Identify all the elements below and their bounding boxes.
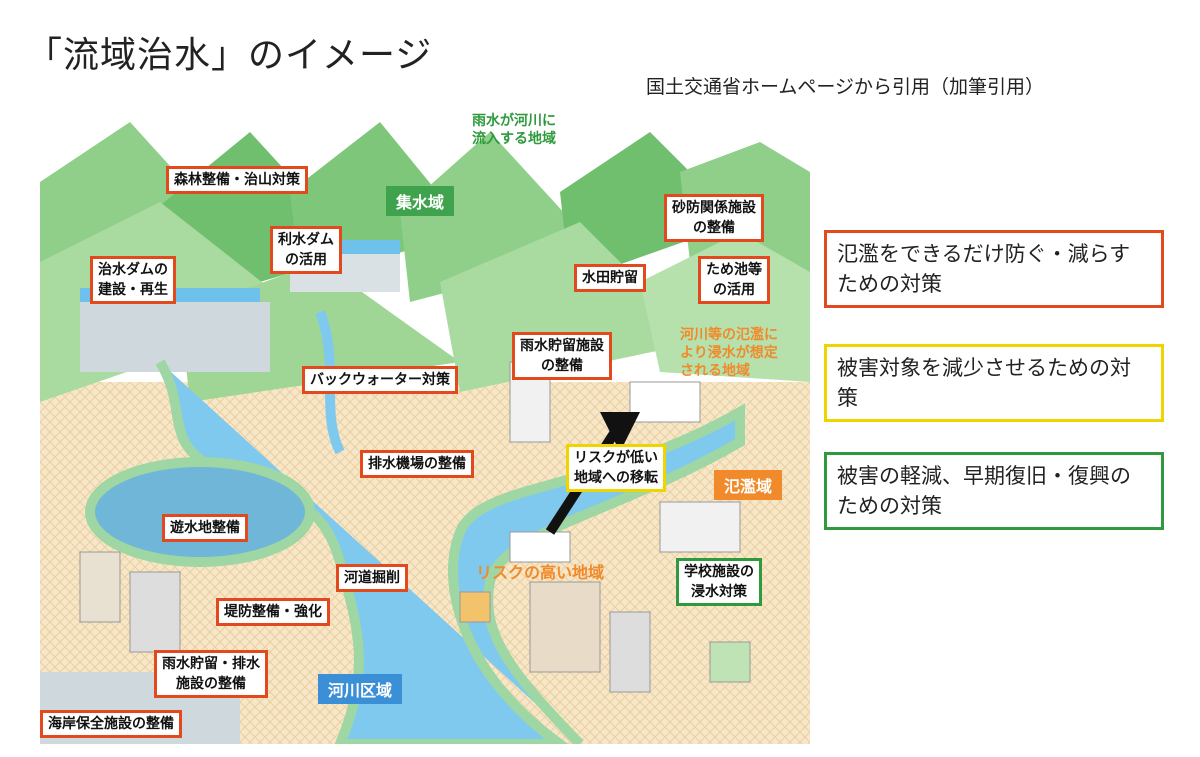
- tag-coast: 海岸保全施設の整備: [40, 710, 182, 738]
- tag-paddy: 水田貯留: [574, 264, 646, 292]
- legend-red: 氾濫をできるだけ防ぐ・減らすための対策: [824, 230, 1164, 308]
- tag-dredge: 河道掘削: [336, 564, 408, 592]
- tag-school: 学校施設の 浸水対策: [676, 558, 762, 606]
- tag-sabo: 砂防関係施設 の整備: [664, 194, 764, 242]
- basin-illustration: 雨水が河川に 流入する地域 集水域 河川等の氾濫に より浸水が想定 される地域 …: [40, 112, 810, 744]
- high-risk-label: リスクの高い地域: [476, 563, 605, 582]
- legend-yellow-text: 被害対象を減少させるための対策: [837, 356, 1131, 410]
- tag-rain-drain: 雨水貯留・排水 施設の整備: [154, 650, 268, 698]
- flood-area-note: 河川等の氾濫に より浸水が想定 される地域: [680, 327, 778, 379]
- tag-pond: ため池等 の活用: [698, 256, 770, 304]
- tag-water-dam: 利水ダム の活用: [270, 226, 342, 274]
- tag-flood-dam: 治水ダムの 建設・再生: [90, 256, 176, 304]
- tag-pump: 排水機場の整備: [360, 450, 474, 478]
- tag-rain-storage: 雨水貯留施設 の整備: [512, 332, 612, 380]
- tag-relocate: リスクが低い 地域への移転: [566, 444, 666, 492]
- page-title: 「流域治水」のイメージ: [26, 35, 433, 76]
- tag-levee: 堤防整備・強化: [216, 598, 330, 626]
- catchment-note: 雨水が河川に 流入する地域: [472, 113, 556, 147]
- flood-area-label: 氾濫域: [714, 470, 783, 500]
- river-area-label: 河川区域: [318, 674, 403, 704]
- legend-green-text: 被害の軽減、早期復旧・復興のための対策: [837, 464, 1131, 518]
- buildings: [79, 361, 751, 693]
- tag-forest: 森林整備・治山対策: [166, 166, 308, 194]
- legend-yellow: 被害対象を減少させるための対策: [824, 344, 1164, 422]
- legend-green: 被害の軽減、早期復旧・復興のための対策: [824, 452, 1164, 530]
- catchment-label: 集水域: [386, 186, 455, 216]
- source-note: 国土交通省ホームページから引用（加筆引用）: [646, 76, 1045, 98]
- tag-retention: 遊水地整備: [162, 514, 248, 542]
- legend-red-text: 氾濫をできるだけ防ぐ・減らすための対策: [837, 242, 1131, 296]
- tag-backwater: バックウォーター対策: [302, 366, 458, 394]
- retention-pond: [85, 457, 315, 567]
- flood-dam: [80, 302, 270, 372]
